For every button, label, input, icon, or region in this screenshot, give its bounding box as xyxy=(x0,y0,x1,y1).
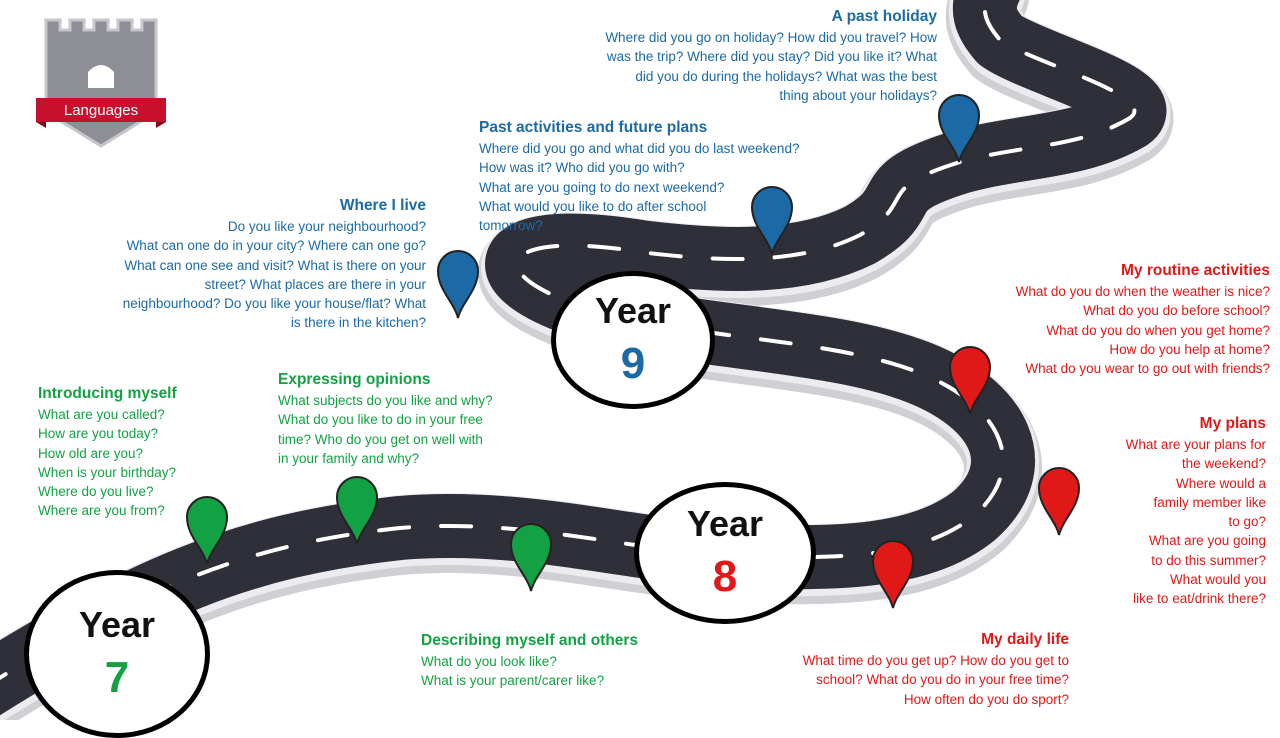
question-line: What do you do when you get home? xyxy=(1046,322,1270,338)
topic-past-activities-future-plans: Past activities and future plans Where d… xyxy=(479,118,799,235)
question-line: What can one see and visit? What is ther… xyxy=(124,257,426,273)
topic-title: Introducing myself xyxy=(38,385,177,402)
question-line: What do you look like? xyxy=(421,654,557,669)
question-line: What do you do before school? xyxy=(1083,303,1270,319)
map-pin-icon xyxy=(436,250,480,319)
map-pin-icon xyxy=(335,476,379,545)
question-line: What can one do in your city? Where can … xyxy=(126,238,426,254)
question-line: time? Who do you get on well with xyxy=(278,431,483,447)
year-7-marker: Year 7 xyxy=(24,570,210,738)
topic-title: Past activities and future plans xyxy=(479,119,708,136)
question-line: tomorrow? xyxy=(479,218,543,234)
question-line: How do you help at home? xyxy=(1109,341,1270,357)
topic-title: Expressing opinions xyxy=(278,371,431,388)
year-9-marker: Year 9 xyxy=(551,271,715,409)
question-line: Where did you go and what did you do las… xyxy=(479,141,800,156)
map-pin-icon xyxy=(1037,467,1081,536)
question-line: neighbourhood? Do you like your house/fl… xyxy=(122,296,426,312)
question-line: What are you going xyxy=(1148,533,1266,549)
year-9-word: Year xyxy=(594,290,672,331)
question-line: family member like xyxy=(1153,494,1266,510)
map-pin-icon xyxy=(948,346,992,415)
topic-my-plans: My plans What are your plans for the wee… xyxy=(1126,414,1266,609)
question-line: Where did you go on holiday? How did you… xyxy=(605,30,937,45)
year-7-word: Year xyxy=(78,604,156,645)
question-line: What do you wear to go out with friends? xyxy=(1025,361,1270,377)
question-line: like to eat/drink there? xyxy=(1133,591,1266,607)
question-line: How old are you? xyxy=(38,445,144,461)
question-line: What are you going to do next weekend? xyxy=(479,179,725,195)
castle-logo: Languages xyxy=(36,18,166,148)
question-line: What time do you get up? How do you get … xyxy=(802,653,1069,668)
map-pin-icon xyxy=(871,540,915,609)
topic-title: Describing myself and others xyxy=(421,632,639,649)
year-8-word: Year xyxy=(686,503,764,544)
map-pin-icon xyxy=(509,523,553,592)
question-line: What would you like to do after school xyxy=(479,198,707,214)
topic-my-routine-activities: My routine activities What do you do whe… xyxy=(1016,261,1270,378)
question-line: Where would a xyxy=(1175,475,1266,491)
question-line: How was it? Who did you go with? xyxy=(479,160,685,176)
map-pin-icon xyxy=(185,496,229,565)
year-9-number: 9 xyxy=(620,339,646,388)
topic-title: My daily life xyxy=(981,631,1069,648)
question-line: is there in the kitchen? xyxy=(290,315,426,331)
question-line: to go? xyxy=(1228,514,1266,530)
question-line: What subjects do you like and why? xyxy=(278,393,493,408)
topic-title: My routine activities xyxy=(1120,262,1270,279)
question-line: When is your birthday? xyxy=(38,464,177,480)
topic-title: My plans xyxy=(1199,415,1266,432)
topic-my-daily-life: My daily life What time do you get up? H… xyxy=(803,630,1069,709)
question-line: What are your plans for xyxy=(1125,437,1266,452)
question-line: in your family and why? xyxy=(278,450,420,466)
question-line: did you do during the holidays? What was… xyxy=(635,68,937,84)
question-line: Do you like your neighbourhood? xyxy=(227,219,426,234)
topic-introducing-myself: Introducing myself What are you called? … xyxy=(38,384,177,521)
question-line: What would you xyxy=(1169,572,1266,588)
question-line: What is your parent/carer like? xyxy=(421,673,605,689)
topic-a-past-holiday: A past holiday Where did you go on holid… xyxy=(605,7,937,105)
question-line: How are you today? xyxy=(38,426,159,442)
topic-describing-myself: Describing myself and others What do you… xyxy=(421,631,638,691)
question-line: thing about your holidays? xyxy=(779,87,937,103)
topic-title: A past holiday xyxy=(831,8,937,25)
question-line: school? What do you do in your free time… xyxy=(816,672,1069,688)
topic-expressing-opinions: Expressing opinions What subjects do you… xyxy=(278,370,493,468)
year-7-number: 7 xyxy=(104,653,130,702)
year-8-number: 8 xyxy=(712,552,738,601)
question-line: What do you do when the weather is nice? xyxy=(1015,284,1270,299)
year-8-marker: Year 8 xyxy=(634,482,816,624)
question-line: What are you called? xyxy=(38,407,165,422)
question-line: the weekend? xyxy=(1181,456,1266,472)
question-line: How often do you do sport? xyxy=(903,691,1069,707)
question-line: Where do you live? xyxy=(38,484,154,500)
topic-title: Where I live xyxy=(339,197,426,214)
question-line: to do this summer? xyxy=(1151,552,1266,568)
topic-where-i-live: Where I live Do you like your neighbourh… xyxy=(123,196,426,333)
logo-label: Languages xyxy=(64,102,138,119)
question-line: was the trip? Where did you stay? Did yo… xyxy=(606,49,937,65)
question-line: street? What places are there in your xyxy=(204,276,426,292)
question-line: Where are you from? xyxy=(38,503,165,519)
map-pin-icon xyxy=(937,94,981,163)
question-line: What do you like to do in your free xyxy=(278,412,483,428)
map-pin-icon xyxy=(750,186,794,255)
